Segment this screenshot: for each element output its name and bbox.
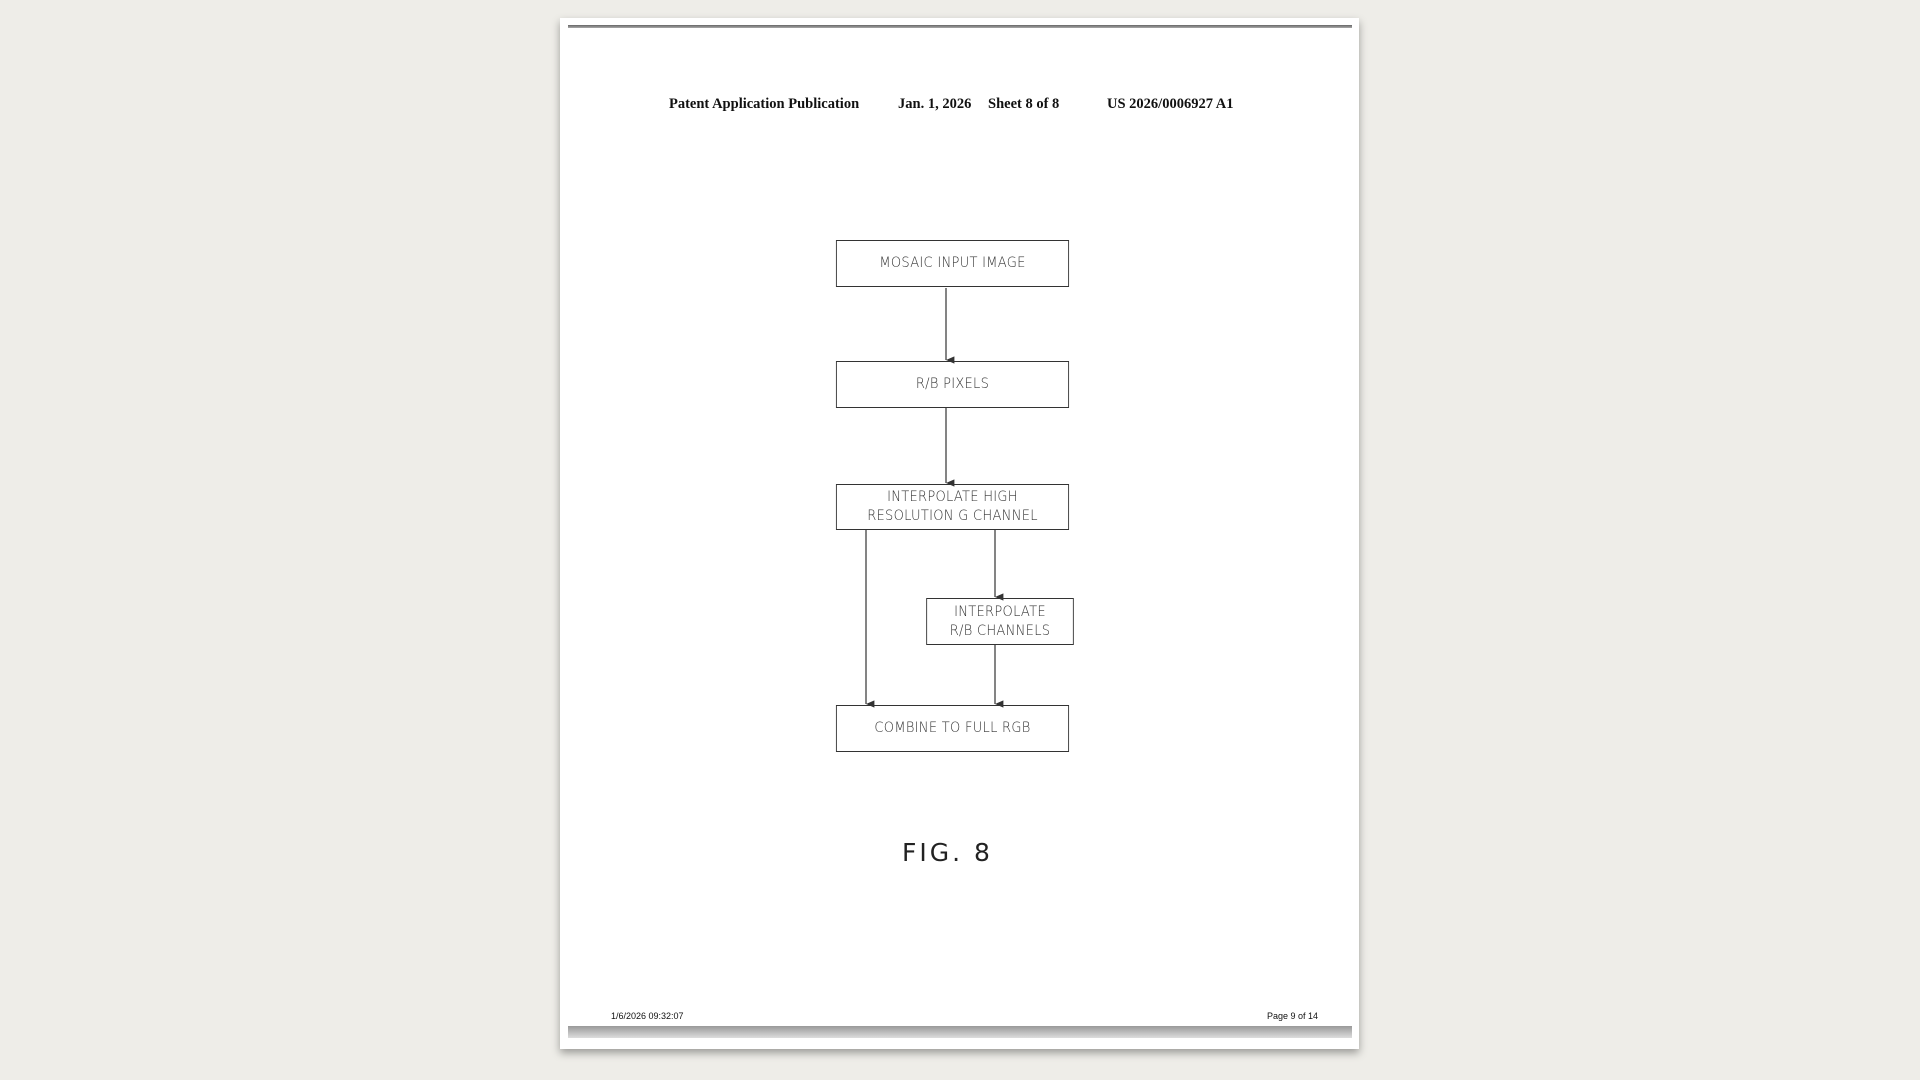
- flow-box-mosaic-input: MOSAIC INPUT IMAGE: [835, 240, 1070, 287]
- patent-page: Patent Application Publication Jan. 1, 2…: [560, 18, 1359, 1049]
- publication-date: Jan. 1, 2026: [898, 96, 972, 112]
- flow-box-rb-pixels: R/B PIXELS: [835, 361, 1070, 408]
- flow-box-interpolate-rb: INTERPOLATE R/B CHANNELS: [926, 598, 1074, 645]
- page-top-edge: [568, 25, 1352, 28]
- flowchart-arrows: [865, 288, 1004, 708]
- flow-box-combine-rgb: COMBINE TO FULL RGB: [835, 705, 1070, 752]
- page-bottom-edge: [568, 1026, 1352, 1038]
- publication-type: Patent Application Publication: [669, 96, 860, 112]
- flow-box-interpolate-g: INTERPOLATE HIGH RESOLUTION G CHANNEL: [835, 484, 1070, 530]
- sheet-number: Sheet 8 of 8: [988, 96, 1060, 112]
- publication-number: US 2026/0006927 A1: [1107, 96, 1234, 112]
- figure-label: FIG. 8: [902, 838, 993, 867]
- footer-page-number: Page 9 of 14: [1267, 1011, 1319, 1021]
- footer-timestamp: 1/6/2026 09:32:07: [611, 1011, 684, 1021]
